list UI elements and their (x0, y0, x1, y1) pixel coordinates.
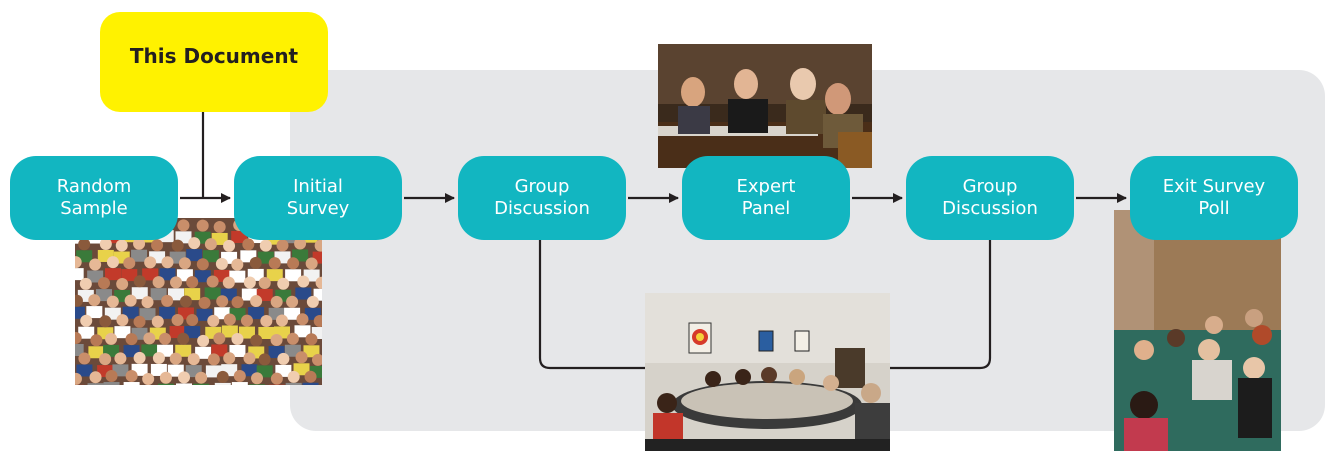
roundtable-photo (645, 293, 890, 451)
step-label-line2: Discussion (494, 198, 590, 219)
step-label-line2: Poll (1198, 198, 1230, 219)
discussion-link (538, 240, 645, 370)
step-label-line1: Group (514, 176, 570, 197)
step-label-line2: Discussion (942, 198, 1038, 219)
step-expert-panel: Expert Panel (682, 156, 850, 240)
step-label-line2: Sample (60, 198, 128, 219)
step-label-line1: Expert (736, 176, 796, 197)
step-initial-survey: Initial Survey (234, 156, 402, 240)
step-label-line1: Exit Survey (1162, 176, 1266, 197)
step-exit-survey-poll: Exit Survey Poll (1130, 156, 1298, 240)
step-label-line1: Initial (293, 176, 343, 197)
note-label: This Document (129, 44, 299, 68)
discussion-link-right (890, 240, 992, 370)
audience-photo (1114, 210, 1281, 451)
this-document-note: This Document (100, 12, 328, 112)
step-label-line2: Panel (741, 198, 791, 219)
step-label-line1: Random (56, 176, 132, 197)
step-label-line2: Survey (286, 198, 350, 219)
step-random-sample: Random Sample (10, 156, 178, 240)
step-group-discussion-1: Group Discussion (458, 156, 626, 240)
step-label-line1: Group (962, 176, 1018, 197)
step-group-discussion-2: Group Discussion (906, 156, 1074, 240)
